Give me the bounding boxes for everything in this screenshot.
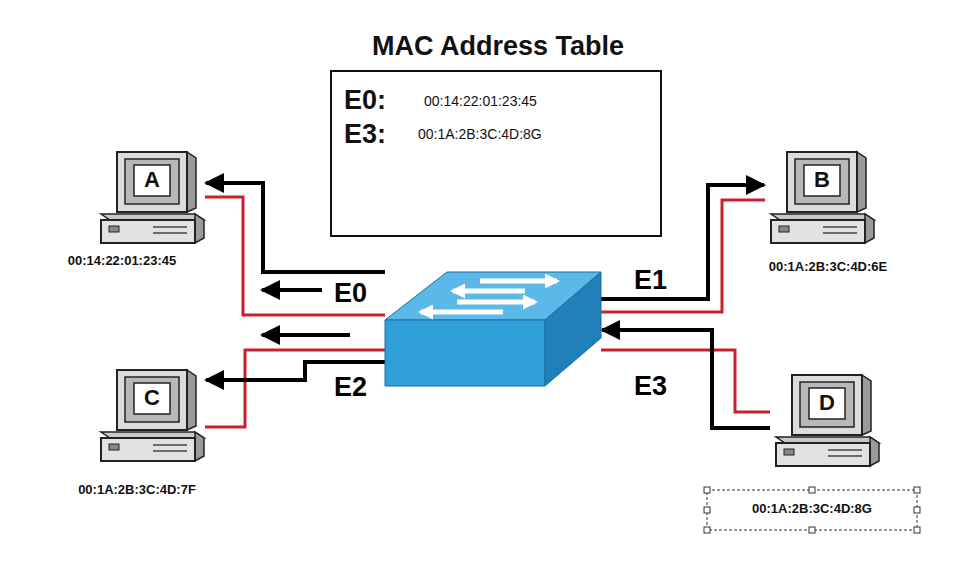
mac-table-box: MAC Address TableE0:00:14:22:01:23:45E3:… (330, 70, 662, 237)
port-label: E1 (631, 266, 670, 294)
computer-letter: C (134, 383, 170, 414)
mac-address: 00:1A:2B:3C:4D:7F (37, 483, 237, 497)
mac-address: 00:14:22:01:23:45 (22, 254, 222, 268)
mac-address: 00:14:22:01:23:45 (424, 94, 537, 109)
computer-icon (95, 368, 205, 463)
flood-arrow (262, 333, 350, 337)
network-cable (205, 350, 385, 427)
network-cable (601, 350, 770, 412)
port-label: E0 (331, 279, 370, 307)
computer-icon (765, 150, 875, 245)
port-label: E2 (331, 373, 370, 401)
mac-address: 00:1A:2B:3C:4D:8G (418, 127, 542, 142)
computer-node: B00:1A:2B:3C:4D:6E (765, 150, 875, 245)
table-heading: MAC Address Table (332, 32, 664, 62)
flood-arrow (262, 288, 322, 292)
mac-address: 00:1A:2B:3C:4D:6E (728, 260, 928, 274)
computer-node: D00:1A:2B:3C:4D:8G (770, 373, 880, 468)
network-link (601, 330, 770, 428)
mac-address: 00:1A:2B:3C:4D:8G (707, 502, 917, 516)
computer-icon (770, 373, 880, 468)
computer-letter: D (809, 388, 845, 419)
computer-icon (95, 150, 205, 245)
port-name: E3: (344, 120, 386, 150)
computer-node: A00:14:22:01:23:45 (95, 150, 205, 245)
selection-box (707, 490, 917, 530)
computer-letter: A (134, 165, 170, 196)
computer-letter: B (804, 165, 840, 196)
port-name: E0: (344, 86, 386, 116)
frame-arrow (602, 330, 770, 428)
port-label: E3 (631, 372, 670, 400)
network-link (205, 350, 385, 427)
computer-node: C00:1A:2B:3C:4D:7F (95, 368, 205, 463)
network-switch (385, 268, 601, 386)
switch-icon (385, 268, 601, 386)
